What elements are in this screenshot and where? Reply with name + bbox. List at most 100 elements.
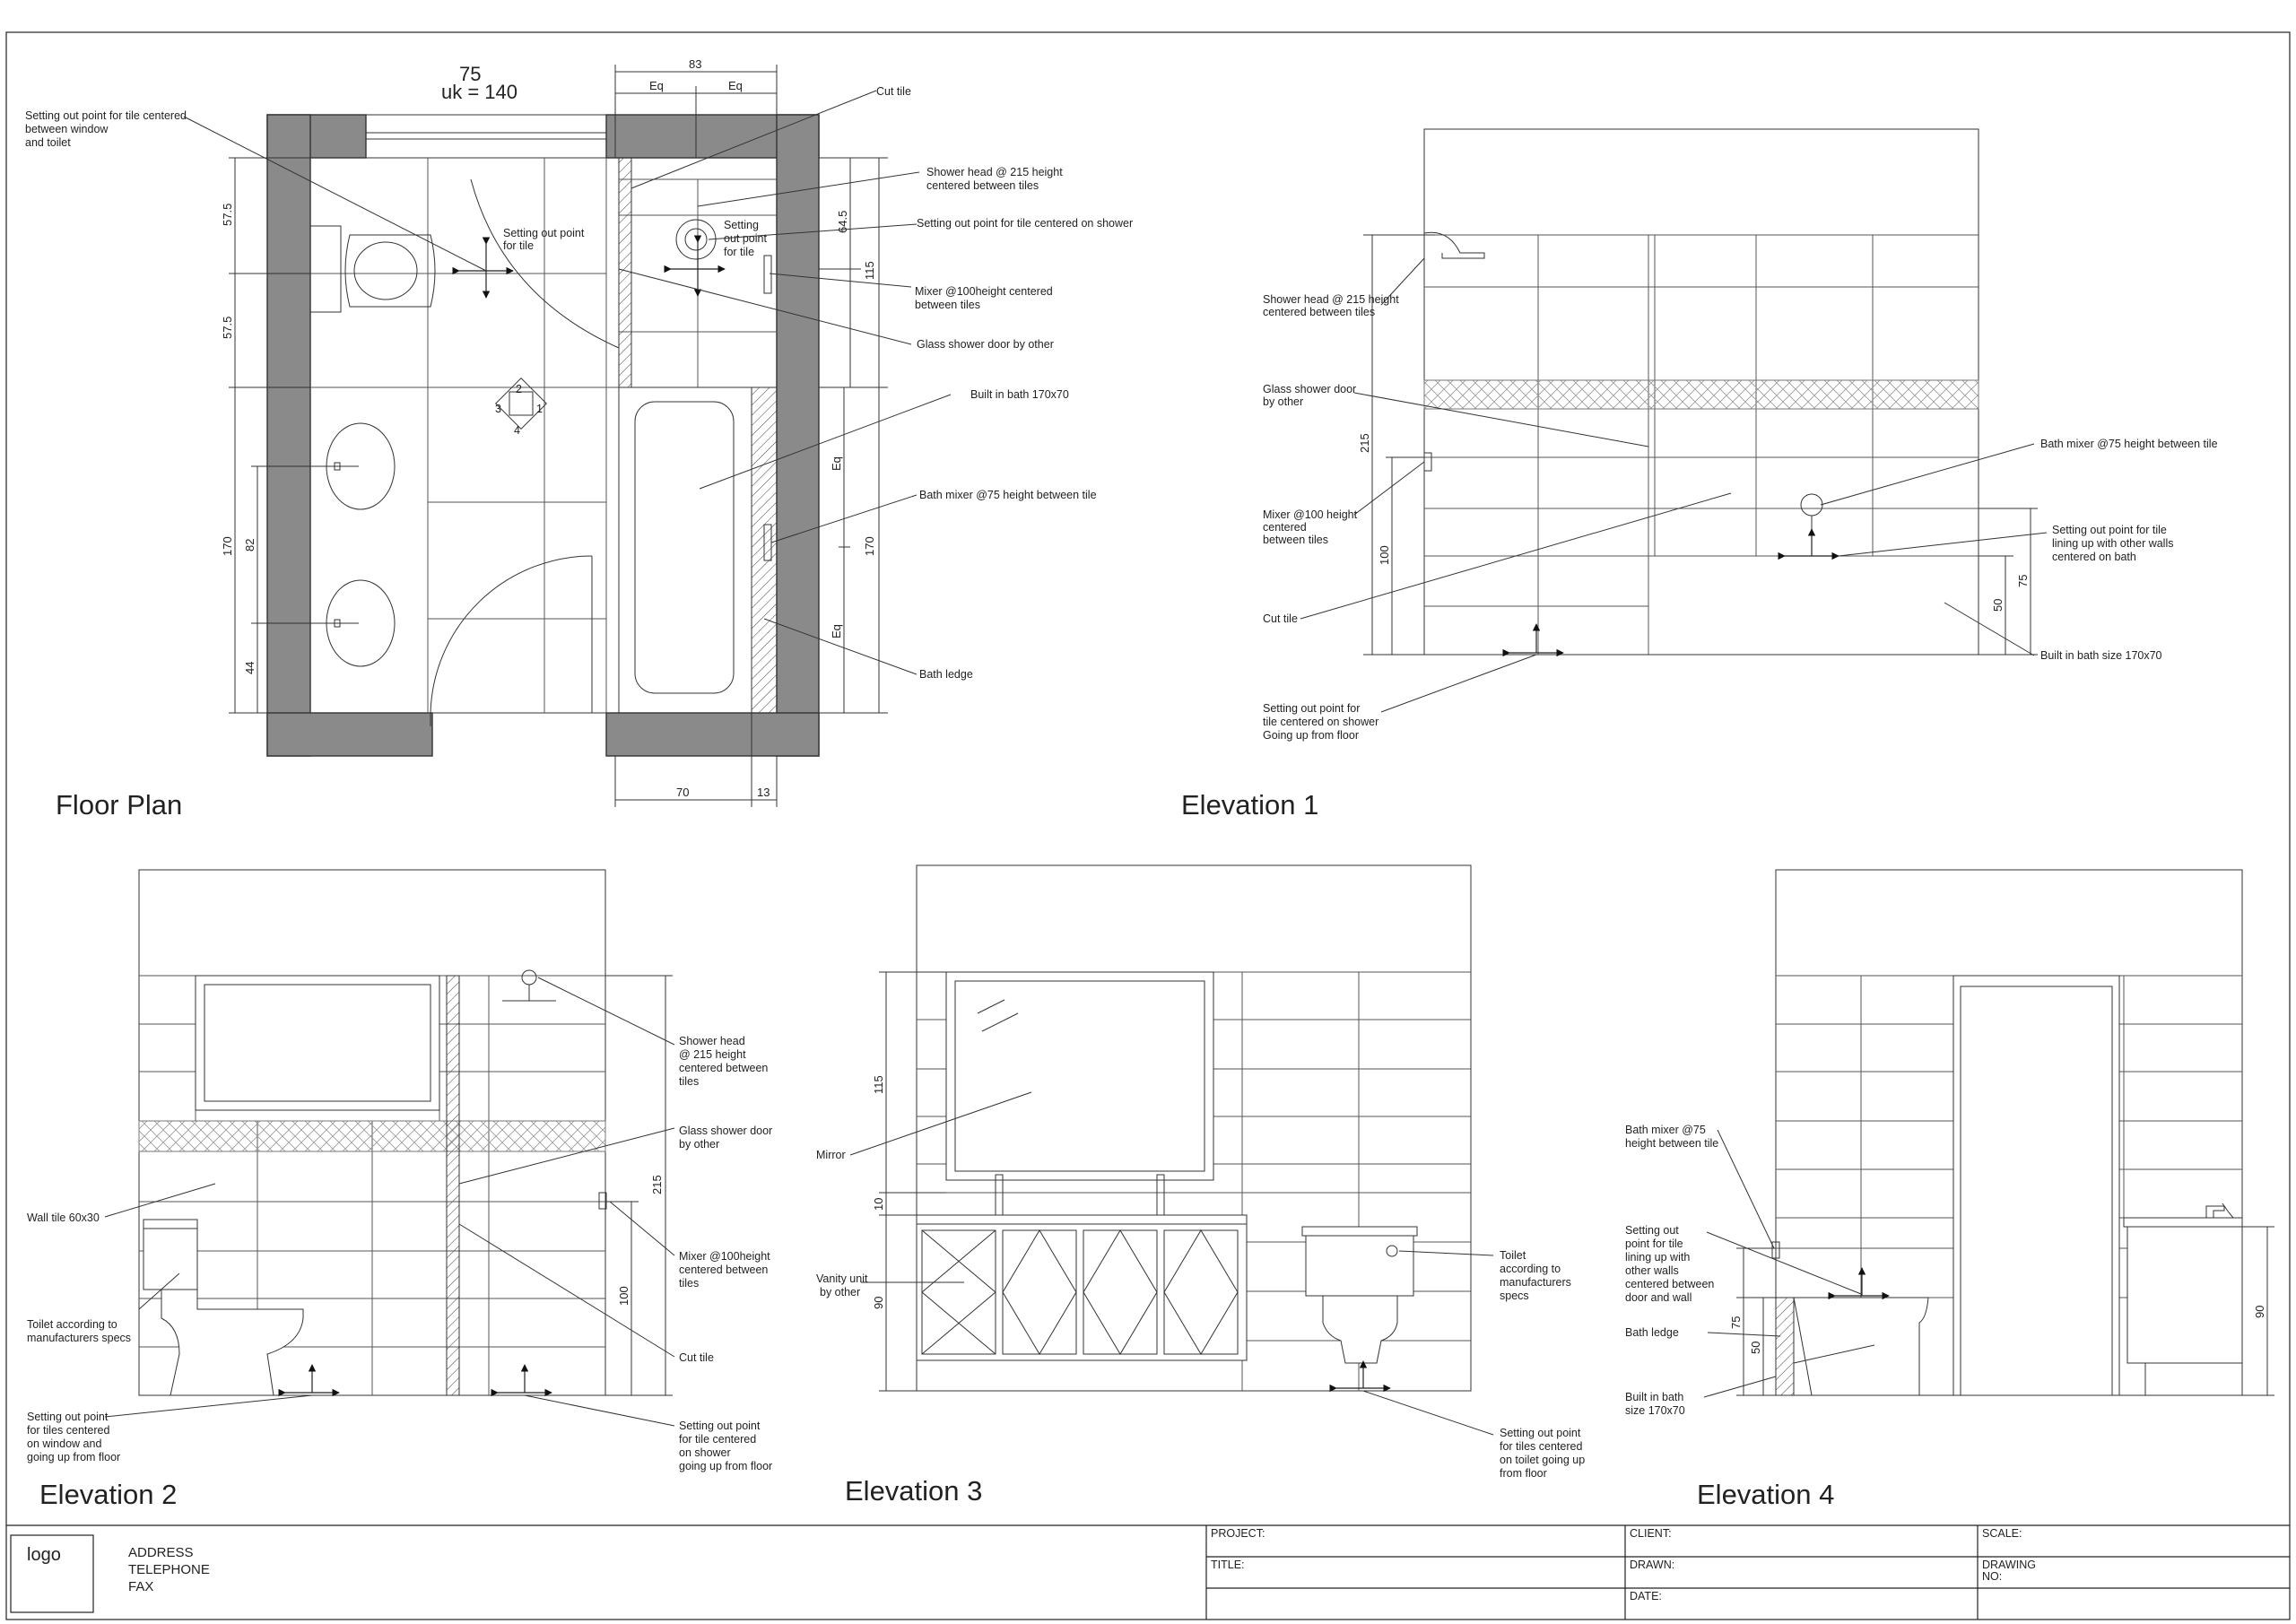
note: Mixer @100 height: [1263, 508, 1358, 521]
toilet-cistern: [309, 225, 342, 313]
dim-50: 50: [1749, 1342, 1762, 1354]
dim-57-5: 57.5: [221, 204, 234, 226]
note: Vanity unit: [816, 1272, 868, 1285]
note: Setting out point for tile centered on s…: [917, 217, 1133, 230]
dim-75: 75: [2016, 575, 2030, 587]
vanity-unit-side: [2123, 1203, 2243, 1396]
glass-shower-door: [446, 975, 460, 1396]
elevation-4: [1703, 869, 2274, 1398]
wall: [266, 114, 311, 757]
note: centered between tiles: [1263, 306, 1375, 318]
note: centered on bath: [2052, 551, 2136, 563]
dim-75: 75: [1729, 1316, 1743, 1329]
toilet: [1301, 1226, 1418, 1364]
note: @ 215 height: [679, 1048, 746, 1061]
note: Glass shower door: [679, 1125, 772, 1137]
note: Glass shower door: [1263, 383, 1356, 395]
note: Mirror: [816, 1149, 846, 1161]
tile-number: 3: [495, 403, 501, 415]
annotation-leaders: [183, 90, 952, 675]
note: centered between: [679, 1062, 768, 1074]
view-title-floor-plan: Floor Plan: [56, 789, 182, 821]
bath-ledge: [1775, 1297, 1795, 1396]
note: Toilet according to: [27, 1318, 117, 1331]
dim-215: 215: [650, 1175, 664, 1194]
note: Wall tile 60x30: [27, 1211, 100, 1224]
feature-tile-band: [138, 1120, 606, 1152]
note: Built in bath: [1625, 1391, 1683, 1403]
dim-eq: Eq: [649, 79, 664, 92]
door: [1952, 975, 2120, 1396]
tile-number: 2: [516, 383, 522, 395]
dim-82: 82: [243, 539, 257, 551]
elevation-3: [849, 864, 1494, 1436]
note: door and wall: [1625, 1291, 1692, 1304]
window-dim-uk: uk = 140: [441, 81, 517, 103]
note: tiles: [679, 1075, 699, 1088]
note: centered between: [679, 1264, 768, 1276]
project-label: PROJECT:: [1211, 1527, 1265, 1540]
sheet-border: [5, 31, 2291, 1620]
floor-plan: [183, 65, 952, 807]
note: Built in bath size 170x70: [2040, 649, 2162, 662]
note: Cut tile: [1263, 612, 1298, 625]
mixer-icon: [598, 1192, 607, 1210]
note: Going up from floor: [1263, 729, 1359, 742]
elevation-2: [104, 869, 675, 1427]
note: Cut tile: [876, 85, 911, 98]
date-label: DATE:: [1630, 1590, 1662, 1602]
note: for tile: [724, 246, 754, 258]
dim-10: 10: [872, 1198, 885, 1211]
note: centered between: [1625, 1278, 1714, 1290]
note: Setting out point: [679, 1420, 761, 1432]
dim-170: 170: [221, 536, 234, 556]
note: lining up with other walls: [2052, 537, 2174, 550]
note: on window and: [27, 1437, 101, 1450]
note: Toilet: [1500, 1249, 1526, 1262]
note: according to: [1500, 1263, 1561, 1275]
dim-50: 50: [1991, 599, 2005, 612]
dim-eq: Eq: [830, 624, 843, 638]
note: Shower head @ 215 height: [1263, 293, 1399, 306]
note: out point: [724, 232, 767, 245]
note: tile centered on shower: [1263, 716, 1378, 728]
feature-tile-band: [1423, 379, 1979, 410]
note: point for tile: [1625, 1238, 1683, 1250]
note: Mixer @100height: [679, 1250, 770, 1263]
window: [195, 975, 440, 1111]
fax-label: FAX: [128, 1579, 153, 1594]
note: Built in bath 170x70: [970, 388, 1069, 401]
note: Setting: [724, 219, 759, 231]
note: between window: [25, 123, 109, 135]
tile-layout-diamond: [495, 378, 547, 430]
drawing-no-label: DRAWING: [1982, 1559, 2036, 1571]
dim-83: 83: [689, 57, 701, 71]
dim-100: 100: [617, 1286, 631, 1306]
note: tiles: [679, 1277, 699, 1290]
bath-mixer-icon: [1771, 1241, 1780, 1259]
note: size 170x70: [1625, 1404, 1685, 1417]
dim-64-5: 64.5: [836, 211, 849, 233]
note: by other: [820, 1286, 860, 1298]
drawn-label: DRAWN:: [1630, 1559, 1674, 1571]
note: Bath ledge: [1625, 1326, 1679, 1339]
tile-number: 1: [536, 403, 543, 415]
note: lining up with: [1625, 1251, 1690, 1264]
logo-box: [10, 1534, 94, 1613]
note: Setting out point: [1500, 1427, 1581, 1439]
scale-label: SCALE:: [1982, 1527, 2022, 1540]
note: on toilet going up: [1500, 1454, 1585, 1466]
dim-eq: Eq: [728, 79, 743, 92]
note: going up from floor: [27, 1451, 120, 1463]
toilet: [143, 1219, 304, 1396]
note: Bath mixer @75 height between tile: [2040, 438, 2218, 450]
telephone-label: TELEPHONE: [128, 1562, 210, 1577]
dim-170: 170: [863, 536, 876, 556]
note: on shower: [679, 1446, 731, 1459]
dim-70: 70: [676, 786, 689, 799]
note: Glass shower door by other: [917, 338, 1054, 351]
note: from floor: [1500, 1467, 1547, 1480]
window-dim: 75: [459, 63, 481, 85]
dim-90: 90: [872, 1297, 885, 1309]
